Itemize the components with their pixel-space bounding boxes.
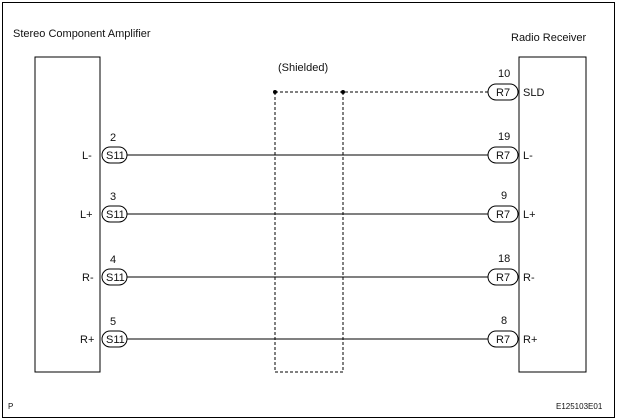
shield-enclosure [274, 92, 344, 373]
connector-label: R7 [496, 87, 511, 99]
pin-number: 10 [498, 68, 511, 80]
pin-number: 9 [501, 190, 508, 202]
receiver-box [518, 56, 587, 373]
connector-s11-pin2 [101, 146, 128, 164]
right-component-label: Radio Receiver [511, 32, 587, 44]
connector-s11-pin3 [101, 205, 128, 223]
connector-r7-pin10 [487, 83, 519, 101]
pin-number: 4 [110, 254, 117, 266]
connector-r7-pin8 [487, 330, 519, 348]
signal-label: L+ [523, 209, 536, 221]
connector-label: R7 [496, 150, 511, 162]
shielded-label: (Shielded) [278, 62, 329, 74]
signal-label: R+ [523, 334, 538, 346]
signal-label: L- [82, 150, 92, 162]
connector-label: S11 [106, 150, 125, 162]
connector-r7-pin18 [487, 268, 519, 286]
connector-r7-pin9 [487, 205, 519, 223]
signal-label: R+ [80, 334, 95, 346]
amplifier-box [34, 56, 101, 373]
left-component-label: Stereo Component Amplifier [13, 28, 151, 40]
shield-junction-left [273, 90, 277, 94]
connector-label: R7 [496, 334, 511, 346]
pin-number: 5 [110, 316, 117, 328]
pin-number: 18 [498, 253, 511, 265]
signal-label: R- [523, 272, 535, 284]
signal-label: R- [82, 272, 94, 284]
connector-label: S11 [106, 272, 125, 284]
connector-r7-pin19 [487, 146, 519, 164]
shield-junction-right [341, 90, 345, 94]
connector-s11-pin5 [101, 330, 128, 348]
connector-label: R7 [496, 272, 511, 284]
pin-number: 19 [498, 131, 511, 143]
footer-mark: P [8, 402, 14, 411]
connector-label: R7 [496, 209, 511, 221]
connector-s11-pin4 [101, 268, 128, 286]
connector-label: S11 [106, 209, 125, 221]
pin-number: 8 [501, 315, 508, 327]
pin-number: 3 [110, 191, 117, 203]
signal-label: L+ [80, 209, 93, 221]
pin-number: 2 [110, 132, 117, 144]
signal-label: L- [523, 150, 533, 162]
connector-label: S11 [106, 334, 125, 346]
figure-code: E125103E01 [556, 402, 603, 411]
signal-label: SLD [523, 87, 545, 99]
